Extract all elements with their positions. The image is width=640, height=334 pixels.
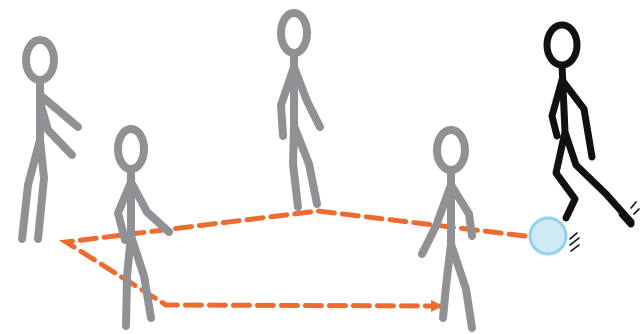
player-2-head xyxy=(118,129,144,169)
player-1-figure xyxy=(22,40,78,239)
player-4-leg-left xyxy=(443,244,451,318)
soccer-ball xyxy=(530,218,566,254)
kicker-torso xyxy=(562,65,565,132)
player-4-arm-left xyxy=(422,185,451,254)
kicker-leg-back xyxy=(565,132,631,222)
player-3-head xyxy=(281,13,307,53)
player-3-figure xyxy=(281,13,320,207)
player-1-head xyxy=(26,40,54,80)
player-2-figure xyxy=(118,129,169,326)
player-4-leg-right xyxy=(451,244,472,328)
player-2-leg-left xyxy=(126,236,131,326)
kicker-figure xyxy=(547,25,631,224)
player-2-leg-right xyxy=(131,236,151,318)
kicker-head xyxy=(547,25,577,65)
ball-motion-lines xyxy=(570,233,579,251)
player-4-head xyxy=(437,130,465,170)
kick-motion-lines xyxy=(631,202,639,214)
player-2-arm-right xyxy=(131,182,169,232)
